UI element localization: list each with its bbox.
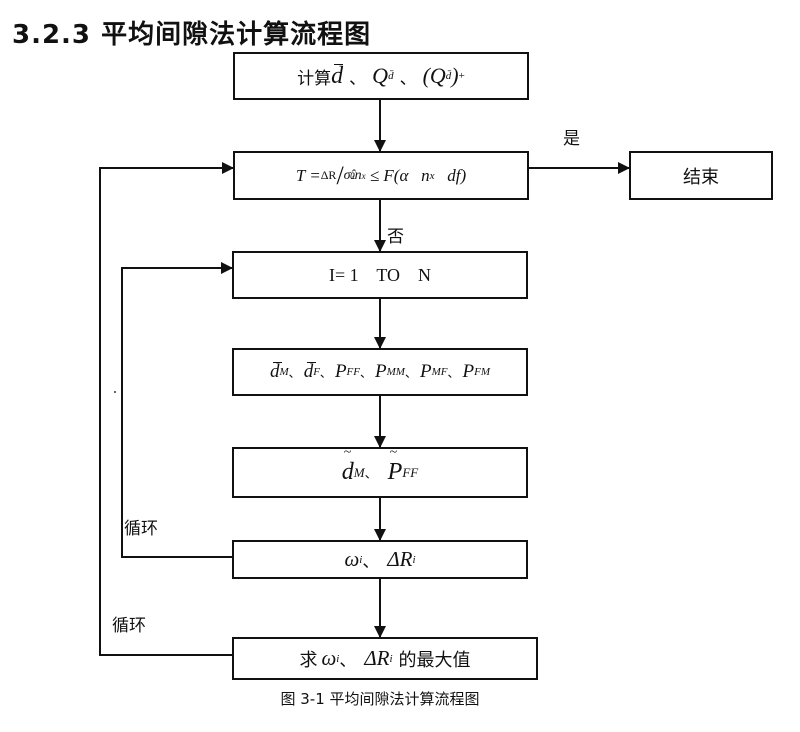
sigma-hat: σ̂ [343,167,351,183]
p-fm-subscript: FM [474,366,490,378]
sigma-subscript: 0 [350,170,355,181]
p-ff-subscript: FF [346,366,360,378]
separator: 、 [349,68,367,89]
n-symbol: n [354,167,362,183]
p-ff-tilde: P [388,445,403,486]
stray-dot [114,391,116,393]
d-m-tilde: d [342,445,354,486]
yes-label: 是 [563,129,580,149]
delta-r-subscript: i [412,553,416,566]
separator: 、 [288,365,301,380]
p-ff: P [334,361,347,382]
p-mf: P [419,361,432,382]
rhs-tail: df) [434,165,467,185]
delta-symbol: ΔR [387,547,413,571]
d-f-subscript: F [313,366,320,378]
separator: 、 [362,552,380,572]
d-bar-symbol: d [331,62,344,89]
d-m-subscript: M [279,366,289,378]
q-paren-close: ) [451,63,459,88]
q-subscript: d̄ [388,70,394,82]
delta-r-subscript: i [389,652,393,665]
max-suffix: 的最大值 [398,649,471,671]
separator: 、 [339,651,357,671]
end-label: 结束 [683,166,719,188]
n-subscript: x [361,170,366,181]
separator: 、 [447,365,460,380]
outer-loop-label: 循环 [112,616,146,636]
separator: 、 [360,365,373,380]
t-lhs: T = [295,165,321,185]
separator: 、 [319,365,332,380]
q-paren-superscript: + [458,70,465,82]
p-mf-subscript: MF [431,366,448,378]
delta-r-numerator: ΔR [320,168,337,182]
p-fm: P [462,361,475,382]
sigma-superscript: 2 [350,170,356,181]
section-heading: 3.2.3 平均间隙法计算流程图 [12,20,372,50]
rhs-condition: ≤ F(α n [365,165,430,185]
fraction-slash: / [336,160,344,190]
omega-symbol: ω [344,547,360,571]
start-prefix: 计算 [297,68,332,89]
q-paren-subscript: d̄ [445,70,452,82]
inner-loop-connector [121,262,233,558]
figure-caption: 图 3-1 平均间隙法计算流程图 [280,690,480,708]
omega-symbol: ω [321,646,337,670]
q-symbol: Q [372,63,389,88]
no-label: 否 [387,227,404,247]
omega-subscript: i [359,553,363,566]
rhs-subscript: x [429,169,435,182]
p-ff-tilde-subscript: FF [402,464,419,480]
outer-loop-connector [99,162,234,656]
separator: 、 [399,68,417,89]
d-f-bar: d [303,361,316,382]
end-node: 结束 [629,151,773,200]
d-m-bar: d [270,361,282,382]
separator: 、 [364,467,378,482]
omega-subscript: i [336,652,340,665]
separator: 、 [404,365,417,380]
max-prefix: 求 [299,649,318,671]
loop-label: I= 1 TO N [329,264,431,285]
inner-loop-label: 循环 [124,519,158,539]
p-mm-subscript: MM [386,366,405,378]
smoothed-node: dM、 PFF [232,445,528,498]
delta-symbol: ΔR [364,646,390,670]
q-paren-symbol: (Q [422,63,446,88]
d-m-tilde-subscript: M [353,464,365,480]
loop-node: I= 1 TO N [232,251,528,299]
p-mm: P [375,361,387,382]
